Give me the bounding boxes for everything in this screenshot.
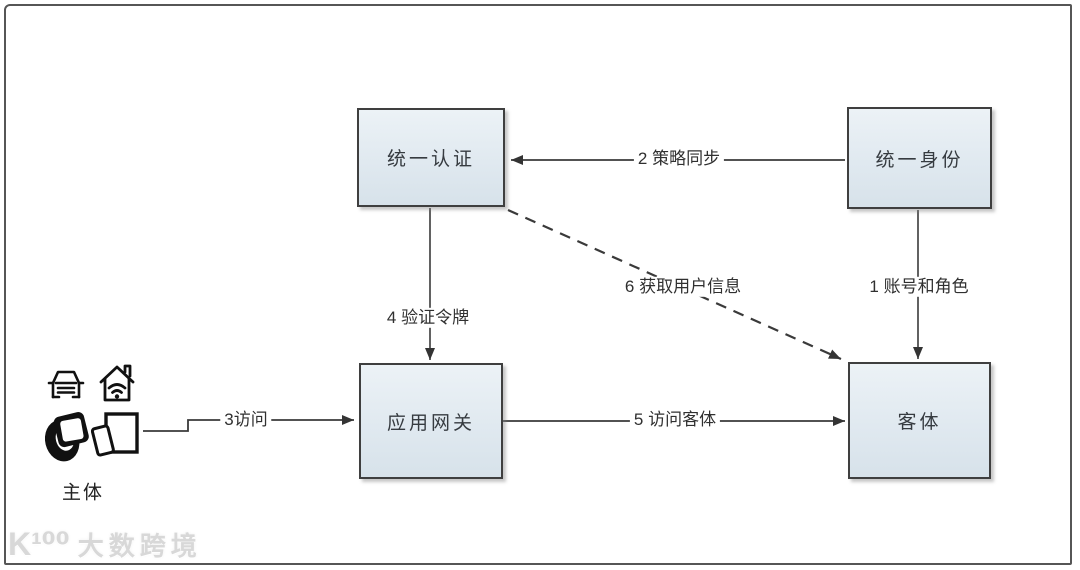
edge-get-user-info bbox=[507, 208, 842, 361]
edge-label-verify-token: 4 验证令牌 bbox=[382, 307, 474, 329]
node-unified-auth: 统一认证 bbox=[357, 108, 505, 207]
subject-label: 主体 bbox=[61, 482, 105, 504]
edge-label-get-user-info: 6 获取用户信息 bbox=[620, 276, 746, 298]
node-unified-auth-label: 统一认证 bbox=[386, 149, 475, 170]
node-object: 客体 bbox=[848, 362, 991, 479]
node-unified-identity-label: 统一身份 bbox=[875, 149, 964, 171]
watermark-logo: K¹⁰⁰ bbox=[8, 526, 70, 562]
edge-label-policy-sync: 2 策略同步 bbox=[633, 148, 725, 170]
car-icon bbox=[47, 370, 85, 399]
watermark: K¹⁰⁰ 大数跨境 bbox=[8, 528, 202, 560]
node-app-gateway-label: 应用网关 bbox=[386, 412, 475, 434]
smart-home-icon bbox=[99, 364, 135, 402]
node-app-gateway: 应用网关 bbox=[359, 363, 503, 479]
edge-label-account-role: 1 账号和角色 bbox=[865, 276, 973, 298]
node-unified-identity: 统一身份 bbox=[847, 107, 992, 209]
node-object-label: 客体 bbox=[897, 412, 942, 433]
tablet-phone-icon bbox=[90, 412, 139, 457]
edge-label-access-object: 5 访问客体 bbox=[629, 409, 721, 431]
watermark-text: 大数跨境 bbox=[77, 530, 202, 561]
smartwatch-icon bbox=[44, 412, 89, 462]
edge-label-access: 3访问 bbox=[220, 409, 272, 431]
